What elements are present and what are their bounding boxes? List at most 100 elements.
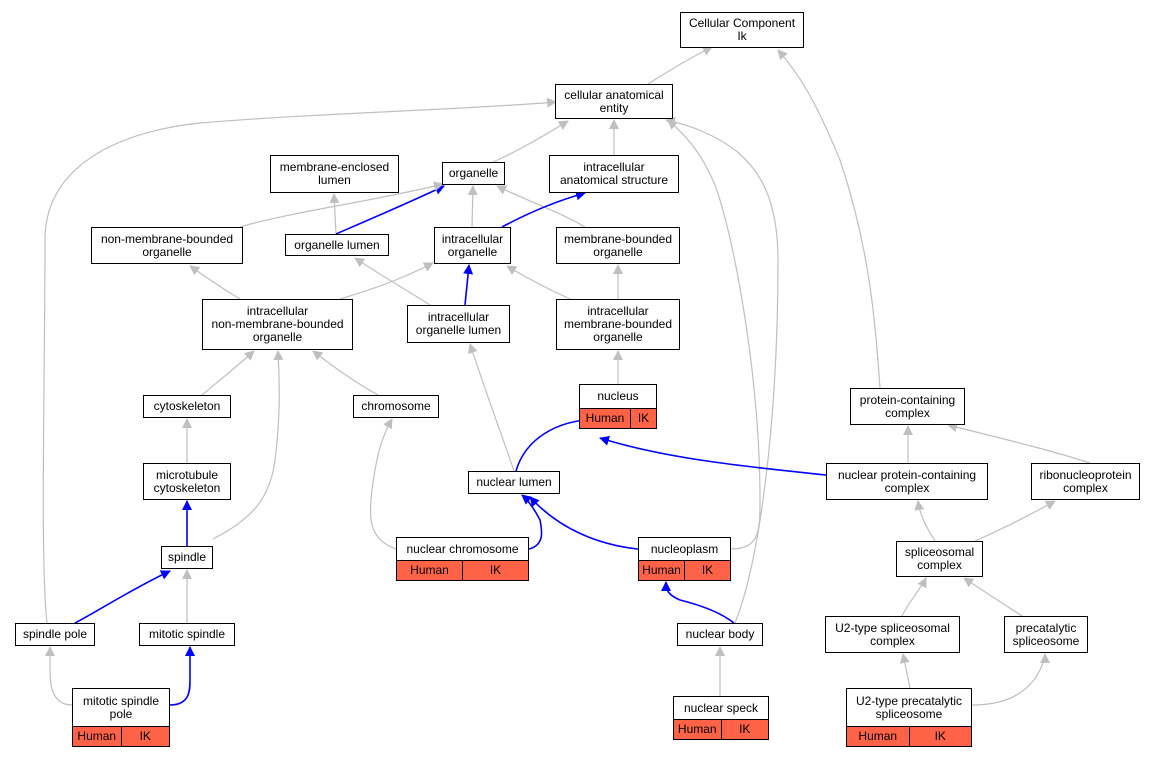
node-label: nuclear chromosome bbox=[406, 541, 519, 556]
edge-nuclear_chromosome-part_of-nuclear_lumen bbox=[521, 494, 543, 550]
node-nucleus[interactable]: nucleus Human IK bbox=[579, 384, 657, 429]
edge-spindle_pole-is_a-cellular_anatomical_entity bbox=[42, 97, 557, 624]
node-label: nuclear lumen bbox=[476, 475, 552, 489]
node-label: protein-containing complex bbox=[859, 392, 956, 420]
edge-mitotic_spindle_pole-part_of-mitotic_spindle bbox=[169, 646, 195, 706]
edge-organelle_lumen-is_a-membrane_enclosed_lumen bbox=[329, 193, 340, 235]
node-microtubule-cytoskeleton[interactable]: microtubule cytoskeleton bbox=[143, 463, 231, 500]
node-label: membrane-enclosed lumen bbox=[279, 160, 390, 187]
gene-tag: IK bbox=[462, 561, 528, 580]
node-nuclear-protein-containing-complex[interactable]: nuclear protein-containing complex bbox=[826, 463, 988, 500]
node-non-membrane-bounded-organelle[interactable]: non-membrane-bounded organelle bbox=[91, 227, 243, 264]
node-label: spindle bbox=[167, 550, 207, 564]
edge-protein_containing_complex-is_a-cellular_component bbox=[777, 49, 881, 389]
edge-intracellular_organelle-part_of-intracellular_anatomical_structure bbox=[501, 190, 586, 228]
node-label: spindle pole bbox=[22, 627, 88, 641]
node-spindle-pole[interactable]: spindle pole bbox=[15, 623, 95, 646]
node-label: intracellular organelle lumen bbox=[415, 310, 502, 337]
edge-cellular_anatomical_entity-is_a-cellular_component bbox=[647, 46, 713, 85]
node-spindle[interactable]: spindle bbox=[161, 546, 213, 569]
node-chromosome[interactable]: chromosome bbox=[353, 395, 439, 418]
edge-mitotic_spindle_pole-is_a-spindle_pole bbox=[45, 646, 73, 706]
node-nucleoplasm[interactable]: nucleoplasm Human IK bbox=[638, 537, 731, 581]
node-cellular-anatomical-entity[interactable]: cellular anatomical entity bbox=[555, 84, 673, 119]
node-cytoskeleton[interactable]: cytoskeleton bbox=[143, 395, 231, 418]
annotation-row: Human IK bbox=[73, 726, 169, 746]
node-label: organelle lumen bbox=[294, 237, 380, 252]
edge-ribonucleoprotein_complex-is_a-protein_containing_complex bbox=[947, 422, 1091, 464]
node-label: nuclear protein-containing complex bbox=[837, 467, 977, 495]
annotation-row: Human IK bbox=[674, 719, 768, 739]
node-cellular-component[interactable]: Cellular Component Ik bbox=[680, 12, 804, 48]
edge-spliceosomal_complex-is_a-nuclear_protein_containing_complex bbox=[914, 500, 936, 542]
edge-nuclear_body-part_of-nucleoplasm bbox=[661, 581, 735, 624]
node-label: membrane-bounded organelle bbox=[563, 231, 673, 259]
node-intracellular-organelle[interactable]: intracellular organelle bbox=[434, 227, 511, 264]
edge-spindle-is_a-intracellular_non_membrane_bounded_organelle bbox=[212, 350, 284, 540]
annotation-row: Human IK bbox=[580, 408, 656, 428]
node-precatalytic-spliceosome[interactable]: precatalytic spliceosome bbox=[1004, 616, 1088, 653]
node-label: chromosome bbox=[361, 399, 431, 413]
edge-intracellular_membrane_bounded_organelle-is_a-intracellular_organelle bbox=[506, 265, 571, 300]
annotation-row: Human IK bbox=[397, 560, 528, 580]
gene-tag: IK bbox=[120, 727, 169, 746]
gene-tag: IK bbox=[720, 720, 768, 739]
species-tag: Human bbox=[639, 561, 684, 580]
node-label: cytoskeleton bbox=[153, 399, 221, 413]
edge-nuclear_chromosome-is_a-chromosome bbox=[369, 418, 397, 550]
edge-nuclear_lumen-is_a-intracellular_organelle_lumen bbox=[468, 343, 515, 472]
node-u2-type-spliceosomal-complex[interactable]: U2-type spliceosomal complex bbox=[825, 616, 960, 653]
node-label: nuclear body bbox=[685, 627, 755, 641]
edge-organelle_lumen-part_of-organelle bbox=[335, 185, 445, 235]
node-intracellular-organelle-lumen[interactable]: intracellular organelle lumen bbox=[407, 305, 510, 343]
node-label: intracellular membrane-bounded organelle bbox=[563, 304, 673, 344]
node-mitotic-spindle[interactable]: mitotic spindle bbox=[139, 623, 235, 646]
node-u2-type-precatalytic-spliceosome[interactable]: U2-type precatalytic spliceosome Human I… bbox=[846, 688, 972, 747]
edge-nuclear_protein_containing_complex-part_of-nucleus bbox=[599, 435, 827, 476]
node-label: cellular anatomical entity bbox=[564, 87, 664, 115]
node-spliceosomal-complex[interactable]: spliceosomal complex bbox=[896, 541, 983, 577]
edge-non_membrane_bounded_organelle-is_a-organelle bbox=[239, 181, 444, 228]
node-organelle[interactable]: organelle bbox=[442, 162, 505, 185]
edge-nucleoplasm-part_of-nuclear_lumen bbox=[529, 496, 639, 550]
species-tag: Human bbox=[674, 720, 721, 739]
node-label: ribonucleoprotein complex bbox=[1039, 467, 1132, 495]
node-label: Cellular Component Ik bbox=[688, 16, 796, 43]
species-tag: Human bbox=[847, 727, 909, 746]
node-label: nuclear speck bbox=[683, 700, 759, 715]
node-mitotic-spindle-pole[interactable]: mitotic spindle pole Human IK bbox=[72, 688, 170, 747]
node-nuclear-chromosome[interactable]: nuclear chromosome Human IK bbox=[396, 537, 529, 581]
node-label: organelle bbox=[448, 166, 499, 180]
node-label: U2-type precatalytic spliceosome bbox=[855, 693, 963, 721]
node-membrane-bounded-organelle[interactable]: membrane-bounded organelle bbox=[556, 227, 680, 264]
species-tag: Human bbox=[397, 561, 462, 580]
node-intracellular-non-membrane-bounded-organelle[interactable]: intracellular non-membrane-bounded organ… bbox=[202, 299, 353, 350]
node-intracellular-membrane-bounded-organelle[interactable]: intracellular membrane-bounded organelle bbox=[556, 299, 680, 350]
edge-nucleoplasm-is_a-cellular_anatomical_entity bbox=[667, 119, 761, 550]
edge-organelle-is_a-cellular_anatomical_entity bbox=[492, 120, 569, 163]
species-tag: Human bbox=[73, 727, 121, 746]
species-tag: Human bbox=[580, 409, 630, 428]
edge-intracellular_organelle_lumen-part_of-intracellular_organelle bbox=[463, 264, 474, 306]
node-membrane-enclosed-lumen[interactable]: membrane-enclosed lumen bbox=[270, 155, 399, 193]
edge-intracellular_non_membrane_bounded_organelle-is_a-intracellular_organelle bbox=[339, 262, 434, 300]
node-nuclear-speck[interactable]: nuclear speck Human IK bbox=[673, 696, 769, 740]
node-label: mitotic spindle pole bbox=[82, 693, 160, 721]
node-organelle-lumen[interactable]: organelle lumen bbox=[285, 234, 389, 256]
edge-intracellular_organelle_lumen-is_a-organelle_lumen bbox=[354, 257, 431, 306]
node-label: U2-type spliceosomal complex bbox=[835, 620, 950, 648]
edge-spindle_pole-part_of-spindle bbox=[74, 570, 171, 624]
node-label: non-membrane-bounded organelle bbox=[100, 231, 234, 259]
node-nuclear-body[interactable]: nuclear body bbox=[677, 623, 763, 646]
edge-spliceosomal_complex-is_a-ribonucleoprotein_complex bbox=[974, 500, 1056, 542]
edge-intracellular_non_membrane_bounded_organelle-is_a-non_membrane_bounded_organelle bbox=[189, 265, 241, 300]
gene-tag: IK bbox=[908, 727, 971, 746]
node-protein-containing-complex[interactable]: protein-containing complex bbox=[850, 388, 965, 425]
node-intracellular-anatomical-structure[interactable]: intracellular anatomical structure bbox=[549, 155, 679, 193]
node-label: precatalytic spliceosome bbox=[1012, 620, 1080, 648]
node-nuclear-lumen[interactable]: nuclear lumen bbox=[468, 471, 560, 494]
node-ribonucleoprotein-complex[interactable]: ribonucleoprotein complex bbox=[1031, 463, 1140, 500]
edge-chromosome-is_a-intracellular_non_membrane_bounded_organelle bbox=[312, 350, 379, 396]
node-label: spliceosomal complex bbox=[904, 545, 975, 572]
